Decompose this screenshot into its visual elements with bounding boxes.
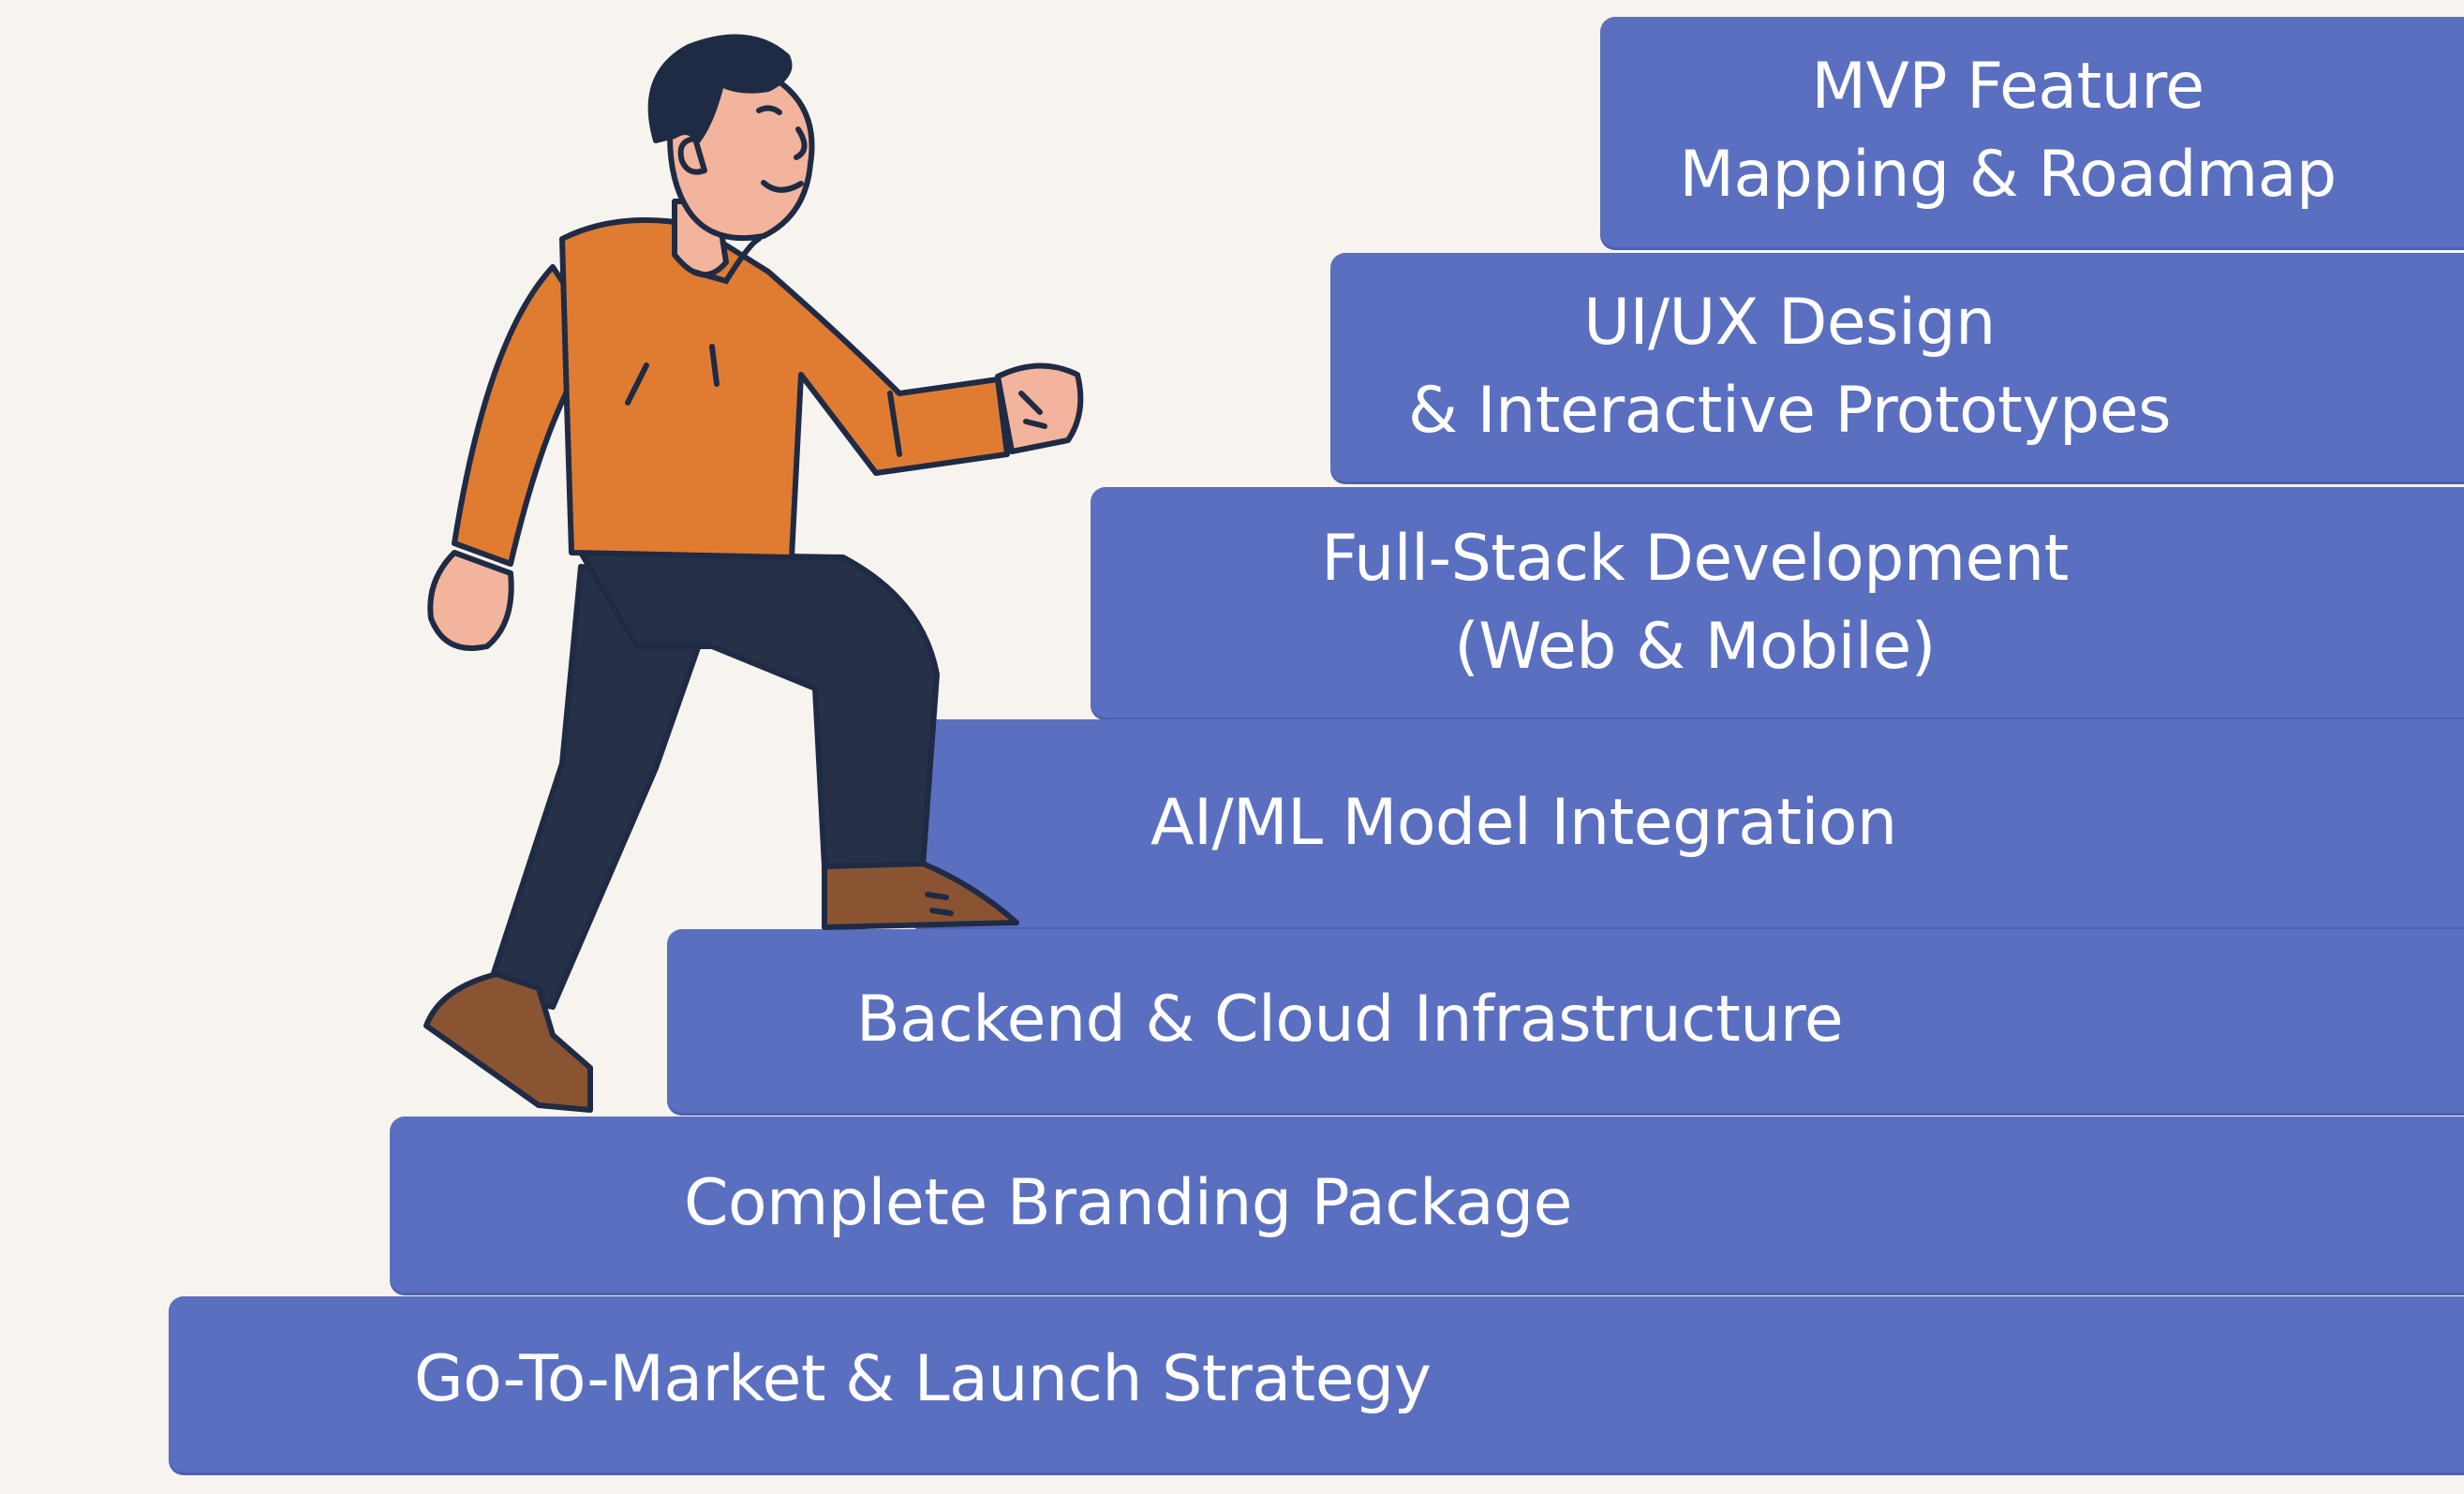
- step-label: MVP Feature Mapping & Roadmap: [1600, 43, 2415, 219]
- step-label-line-1: UI/UX Design: [1583, 286, 1996, 360]
- person-climbing-illustration: [423, 34, 1084, 1113]
- step-branding-package: Complete Branding Package: [390, 1117, 2464, 1293]
- step-label-line-1: Full-Stack Development: [1321, 522, 2069, 596]
- step-full-stack-development: Full-Stack Development (Web & Mobile): [1091, 487, 2464, 717]
- step-label-line-2: Mapping & Roadmap: [1679, 138, 2337, 212]
- step-mvp-feature-mapping: MVP Feature Mapping & Roadmap: [1600, 17, 2464, 247]
- step-label-line-2: (Web & Mobile): [1454, 610, 1936, 684]
- step-label: Go-To-Market & Launch Strategy: [414, 1342, 1432, 1416]
- step-backend-cloud: Backend & Cloud Infrastructure: [667, 929, 2464, 1113]
- front-leg: [578, 550, 940, 869]
- step-ui-ux-design: UI/UX Design & Interactive Prototypes: [1330, 253, 2464, 481]
- back-shoe-icon: [423, 971, 593, 1113]
- step-ai-ml-integration: AI/ML Model Integration: [907, 719, 2464, 927]
- ear-icon: [677, 136, 707, 175]
- step-label: Complete Branding Package: [684, 1166, 1573, 1240]
- step-label: Full-Stack Development (Web & Mobile): [1091, 515, 2299, 691]
- step-label: UI/UX Design & Interactive Prototypes: [1330, 279, 2249, 455]
- front-shoe-icon: [822, 861, 1019, 930]
- step-label-line-2: & Interactive Prototypes: [1407, 374, 2172, 448]
- step-label-line-1: MVP Feature: [1811, 50, 2204, 124]
- step-go-to-market: Go-To-Market & Launch Strategy: [169, 1296, 2464, 1472]
- step-label: AI/ML Model Integration: [1150, 786, 1897, 860]
- left-hand-icon: [427, 550, 514, 651]
- sweater: [559, 217, 1010, 560]
- step-label: Backend & Cloud Infrastructure: [856, 983, 1844, 1057]
